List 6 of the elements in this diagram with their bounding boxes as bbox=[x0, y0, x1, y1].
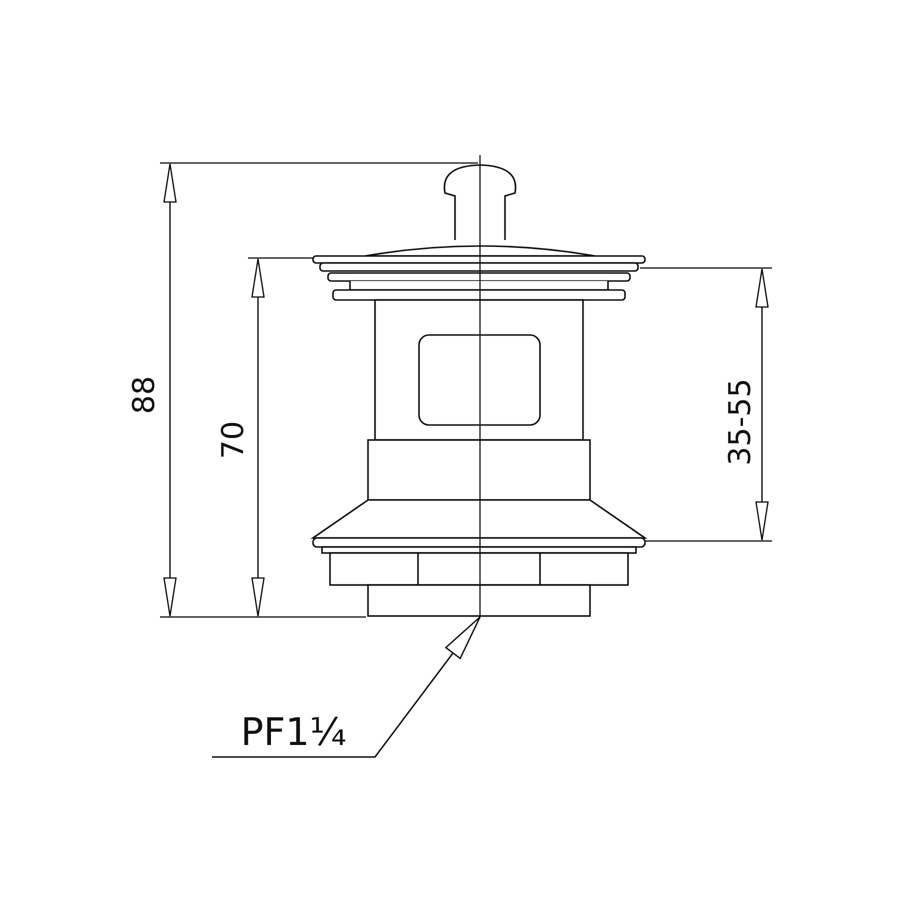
dimension-label: 70 bbox=[219, 420, 249, 460]
drain-fitting-drawing bbox=[310, 155, 650, 617]
dimension-label: 35-55 bbox=[726, 378, 756, 466]
dimension-label: 88 bbox=[130, 376, 160, 414]
leader-line bbox=[212, 616, 481, 758]
thread-label: PF1¼ bbox=[240, 713, 346, 756]
